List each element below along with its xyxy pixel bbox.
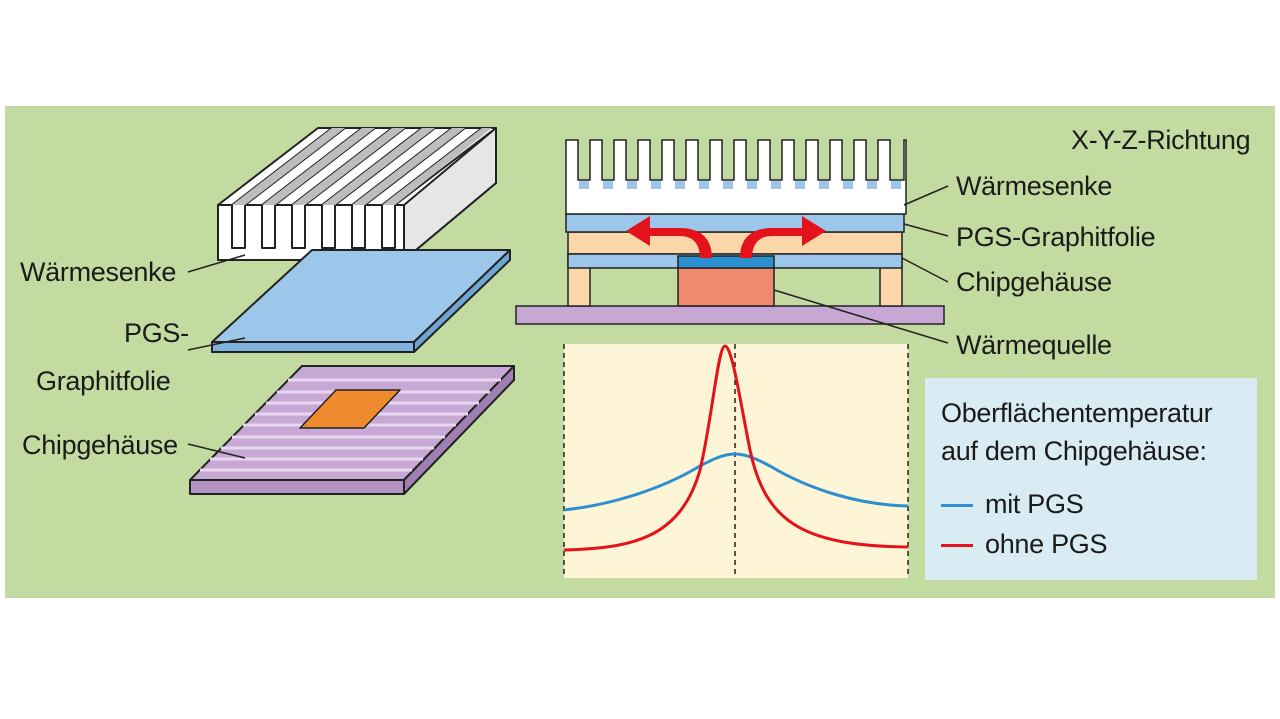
legend-item-ohne-pgs: ohne PGS	[985, 529, 1108, 559]
heatsink-3d	[217, 127, 497, 261]
left-label-heatsink: Wärmesenke	[20, 257, 177, 287]
legend-swatch-mit-pgs	[941, 504, 973, 507]
left-label-package: Chipgehäuse	[22, 430, 178, 460]
direction-label: X-Y-Z-Richtung	[1071, 125, 1251, 155]
right-label-pgs: PGS-Graphitfolie	[956, 222, 1156, 252]
curve-ohne-pgs	[563, 344, 909, 552]
right-label-heat-source: Wärmequelle	[956, 330, 1112, 360]
legend-swatch-ohne-pgs	[941, 544, 973, 547]
legend-title-line2: auf dem Chipgehäuse:	[941, 436, 1207, 466]
left-label-pgs-line2: Graphitfolie	[36, 366, 171, 396]
curve-mit-pgs	[563, 452, 909, 512]
right-label-heatsink: Wärmesenke	[956, 171, 1113, 201]
left-label-pgs-line1: PGS-	[124, 318, 189, 348]
cross-section	[515, 139, 945, 325]
legend-title-line1: Oberflächentemperatur	[941, 398, 1213, 428]
heat-flow-arrows	[626, 216, 826, 258]
pgs-foil-3d	[211, 249, 511, 353]
package-3d	[189, 365, 515, 495]
legend-item-mit-pgs: mit PGS	[985, 489, 1084, 519]
legend: Oberflächentemperatur auf dem Chipgehäus…	[925, 378, 1257, 580]
right-label-package: Chipgehäuse	[956, 267, 1112, 297]
